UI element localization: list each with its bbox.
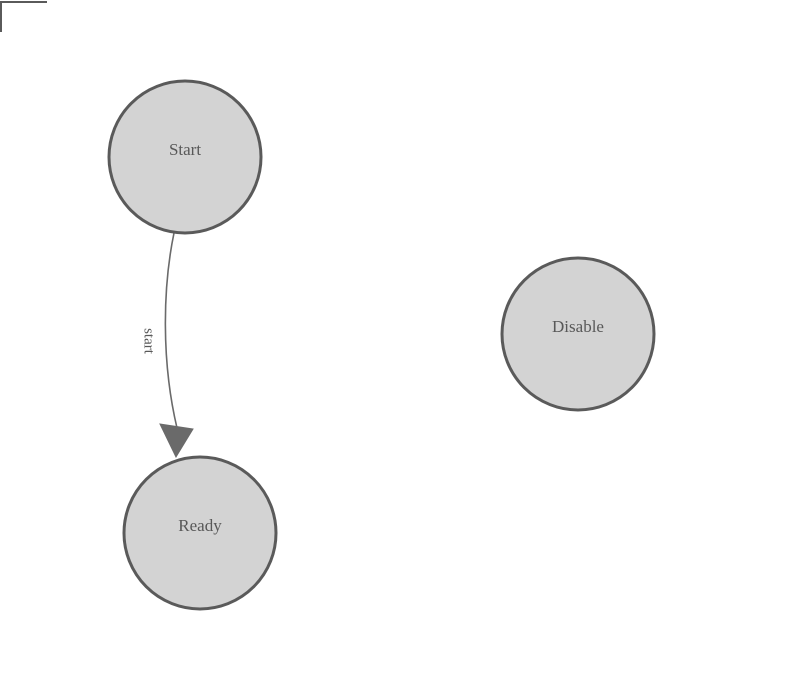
- node-disable-label: Disable: [552, 317, 604, 336]
- edge-label-start: start: [141, 328, 157, 355]
- top-left-corner-mark-icon: [0, 1, 47, 32]
- node-start-shape[interactable]: [107, 79, 263, 235]
- node-ready-shape[interactable]: [122, 455, 278, 611]
- node-disable[interactable]: Disable: [500, 256, 656, 412]
- node-ready[interactable]: Ready: [122, 455, 278, 611]
- node-start-label: Start: [169, 140, 201, 159]
- arrowhead-icon: [159, 423, 194, 459]
- edge-line: [164, 232, 178, 429]
- node-disable-shape[interactable]: [500, 256, 656, 412]
- edge-start-to-ready[interactable]: start: [141, 232, 194, 459]
- node-start[interactable]: Start: [107, 79, 263, 235]
- node-ready-label: Ready: [178, 516, 222, 535]
